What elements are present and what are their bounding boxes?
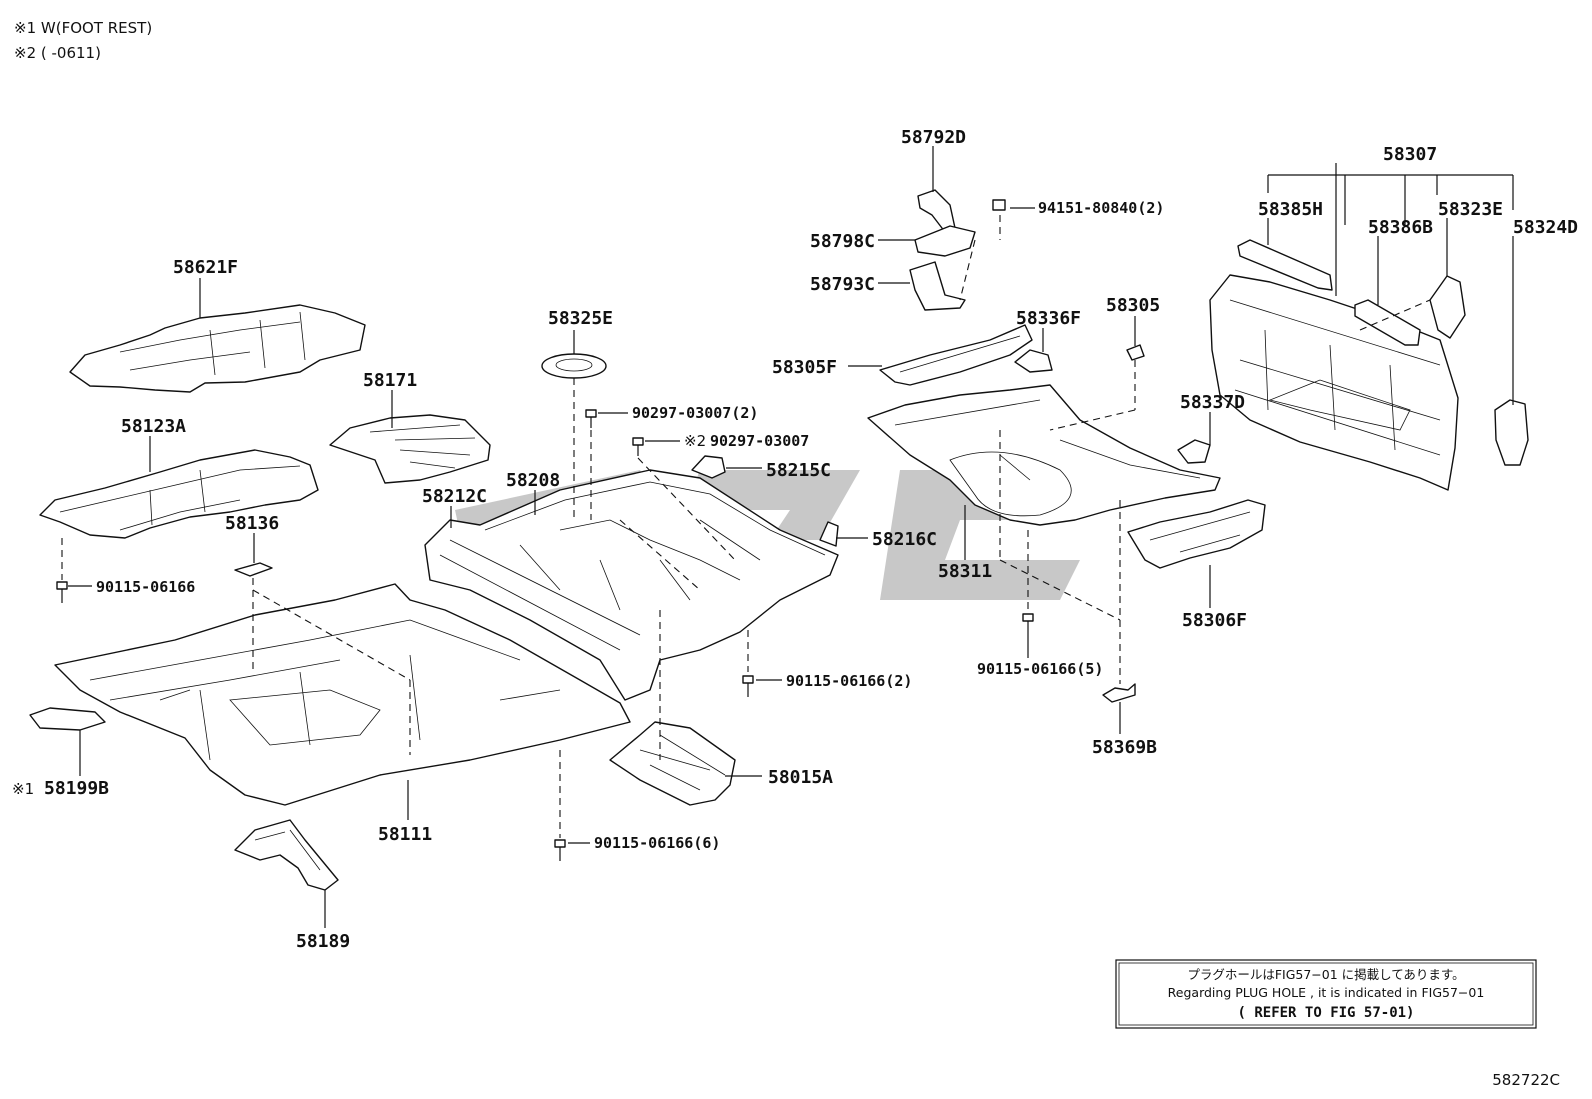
- note-serial-range: ※2 ( -0611): [14, 44, 101, 62]
- part-58111-shape: [54, 583, 631, 806]
- label-58324D: 58324D: [1513, 217, 1578, 238]
- refer-box-line-3: ( REFER TO FIG 57-01): [1237, 1005, 1414, 1021]
- label-58171: 58171: [363, 370, 417, 391]
- label-foot-rest-mark: ※1: [12, 780, 34, 798]
- label-58385H: 58385H: [1258, 199, 1323, 220]
- label-58199B: 58199B: [44, 778, 109, 799]
- label-58336F: 58336F: [1016, 308, 1081, 329]
- label-90297-03007-2: 90297-03007(2): [632, 404, 758, 422]
- label-58307: 58307: [1383, 144, 1437, 165]
- label-58323E: 58323E: [1438, 199, 1503, 220]
- part-58015A-shape: [609, 721, 736, 806]
- label-58123A: 58123A: [121, 416, 186, 437]
- part-labels: 58792D 94151-80840(2) 58798C 58793C 5830…: [12, 127, 1578, 952]
- part-58336F-shape: [1014, 349, 1053, 373]
- label-90115-06166-5: 90115-06166(5): [977, 660, 1103, 678]
- refer-box-line-2: Regarding PLUG HOLE , it is indicated in…: [1168, 985, 1485, 1000]
- label-serial-mark-2: ※2: [684, 432, 706, 450]
- label-58793C: 58793C: [810, 274, 875, 295]
- label-58015A: 58015A: [768, 767, 833, 788]
- part-58189-shape: [234, 819, 339, 891]
- label-94151-80840: 94151-80840(2): [1038, 199, 1164, 217]
- label-90115-06166-6: 90115-06166(6): [594, 834, 720, 852]
- label-58215C: 58215C: [766, 460, 831, 481]
- label-90297-03007: 90297-03007: [710, 432, 809, 450]
- part-58305F-shape: [879, 324, 1033, 386]
- part-58215C-shape: [691, 455, 726, 479]
- label-90115-06166-2: 90115-06166(2): [786, 672, 912, 690]
- label-58136: 58136: [225, 513, 279, 534]
- label-58386B: 58386B: [1368, 217, 1433, 238]
- label-58325E: 58325E: [548, 308, 613, 329]
- bolt-icon-90115a: [56, 581, 68, 603]
- bolt-icon-90297a: [585, 409, 597, 428]
- bolt-icon-90115d: [554, 839, 566, 861]
- part-58123A-shape: [39, 449, 319, 539]
- part-58199B-shape: [29, 707, 106, 731]
- refer-box-line-1: プラグホールはFIG57−01 に掲載してあります。: [1187, 967, 1464, 982]
- part-58305-shape: [1126, 344, 1145, 361]
- part-58386B-shape: [1354, 299, 1421, 346]
- label-58792D: 58792D: [901, 127, 966, 148]
- dashed-lines: [61, 215, 1431, 838]
- part-58798C-shape: [914, 225, 976, 257]
- part-58325E-shape: [541, 353, 607, 379]
- label-58798C: 58798C: [810, 231, 875, 252]
- diagram-code: 582722C: [1492, 1071, 1560, 1089]
- part-58307-shape: [1209, 274, 1459, 491]
- part-58621F-shape: [69, 304, 366, 393]
- label-58111: 58111: [378, 824, 432, 845]
- fastener-icons: [56, 199, 1034, 861]
- part-58369B-shape: [1102, 683, 1136, 703]
- part-58385H-shape: [1237, 239, 1333, 291]
- label-58189: 58189: [296, 931, 350, 952]
- part-58212C-shape: [424, 469, 839, 701]
- label-90115-06166: 90115-06166: [96, 578, 195, 596]
- label-58621F: 58621F: [173, 257, 238, 278]
- part-58323E-shape: [1429, 275, 1466, 339]
- label-58311: 58311: [938, 561, 992, 582]
- label-58212C: 58212C: [422, 486, 487, 507]
- part-58171-shape: [329, 414, 491, 484]
- bolt-icon-90297b: [632, 437, 644, 456]
- part-58136-shape: [234, 562, 273, 577]
- bolt-icon-90115c: [742, 675, 754, 697]
- part-58306F-shape: [1127, 499, 1266, 569]
- label-58305: 58305: [1106, 295, 1160, 316]
- leader-lines: [68, 146, 1514, 928]
- note-foot-rest: ※1 W(FOOT REST): [14, 19, 152, 37]
- part-58337D-shape: [1177, 439, 1211, 464]
- part-58216C-shape: [819, 521, 839, 547]
- refer-box: プラグホールはFIG57−01 に掲載してあります。 Regarding PLU…: [1115, 959, 1537, 1029]
- label-58305F: 58305F: [772, 357, 837, 378]
- part-58324D-shape: [1494, 399, 1529, 466]
- nut-icon-94151: [992, 199, 1006, 211]
- part-58311-shape: [867, 384, 1221, 526]
- part-58793C-shape: [909, 261, 966, 311]
- label-58306F: 58306F: [1182, 610, 1247, 631]
- label-58337D: 58337D: [1180, 392, 1245, 413]
- bolt-icon-90115b: [1022, 613, 1034, 635]
- label-58208: 58208: [506, 470, 560, 491]
- label-58369B: 58369B: [1092, 737, 1157, 758]
- label-58216C: 58216C: [872, 529, 937, 550]
